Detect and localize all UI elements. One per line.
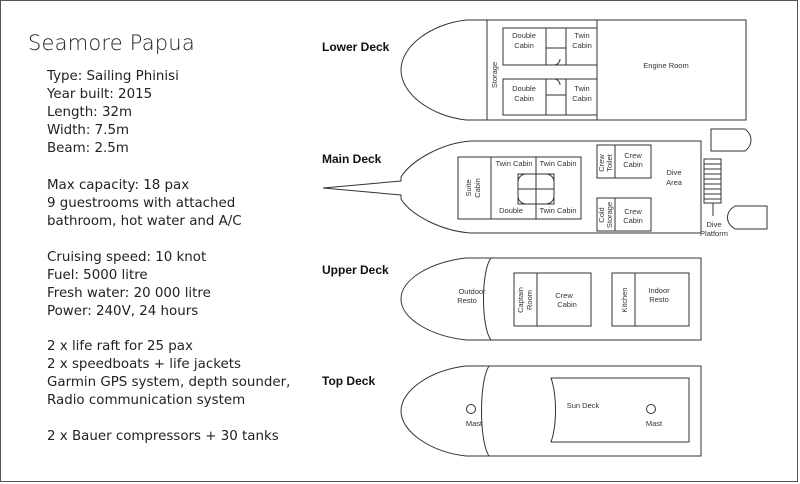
captain-room-label: Captain — [516, 287, 525, 313]
main-double: Double — [499, 206, 523, 215]
cold-storage-label: Cold — [597, 207, 606, 222]
dive-area-label: Dive — [666, 168, 681, 177]
spec-speedboats: 2 x speedboats + life jackets — [47, 357, 241, 372]
spec-year: Year built: 2015 — [47, 87, 153, 102]
mast-fore — [466, 404, 476, 414]
mast-fore-label: Mast — [466, 419, 483, 428]
svg-text:Room: Room — [525, 290, 534, 310]
indoor-resto-label: Indoor — [648, 286, 670, 295]
lower-storage-label: Storage — [490, 62, 499, 88]
dive-platform-label: Dive — [706, 220, 721, 229]
spec-radio: Radio communication system — [47, 393, 246, 408]
sun-deck-label: Sun Deck — [567, 401, 600, 410]
upper-deck: Upper Deck Outdoor Resto Captain Room Cr… — [322, 257, 702, 341]
spec-gps: Garmin GPS system, depth sounder, — [47, 375, 291, 390]
kitchen-label: Kitchen — [620, 287, 629, 312]
svg-text:Cabin: Cabin — [572, 94, 592, 103]
upper-crew-cabin: Crew — [555, 291, 573, 300]
spec-water: Fresh water: 20 000 litre — [47, 286, 211, 301]
lower-double-cabin-2: Double — [512, 84, 536, 93]
main-deck-title: Main Deck — [322, 152, 382, 166]
speedboat-top — [710, 128, 752, 152]
spec-speed: Cruising speed: 10 knot — [47, 250, 207, 265]
svg-text:Resto: Resto — [457, 296, 477, 305]
lower-deck-hull — [400, 19, 747, 121]
svg-text:Cabin: Cabin — [623, 216, 643, 225]
lower-twin-cabin-2: Twin — [574, 84, 589, 93]
main-twin-cabin-2: Twin Cabin — [539, 159, 576, 168]
svg-text:Storage: Storage — [605, 202, 614, 228]
door-swing — [553, 78, 561, 86]
upper-resto-block — [611, 272, 690, 327]
svg-text:Resto: Resto — [649, 295, 669, 304]
svg-text:Cabin: Cabin — [514, 94, 534, 103]
mast-aft — [646, 404, 656, 414]
lower-cabins-top — [502, 27, 598, 66]
sun-deck-area — [550, 377, 690, 443]
outdoor-resto-label: Outdoor — [458, 287, 486, 296]
svg-text:Platform: Platform — [700, 229, 728, 238]
lower-double-cabin-1: Double — [512, 31, 536, 40]
vessel-title: Seamore Papua — [28, 31, 195, 55]
svg-text:Cabin: Cabin — [514, 41, 534, 50]
dive-platform — [703, 158, 722, 204]
crew-top-block — [596, 144, 652, 179]
svg-text:Cabin: Cabin — [557, 300, 577, 309]
crew-toilet-label: Crew — [597, 154, 606, 172]
suite-cabin-label: Suite — [464, 179, 473, 196]
spec-beam: Beam: 2.5m — [47, 141, 129, 156]
top-deck-hull — [400, 365, 702, 457]
spec-guestrooms: 9 guestrooms with attached — [47, 196, 236, 211]
main-twin-cabin-1: Twin Cabin — [495, 159, 532, 168]
upper-crew-block — [513, 272, 592, 327]
svg-text:Cabin: Cabin — [473, 178, 482, 198]
svg-text:Toilet: Toilet — [605, 153, 614, 171]
spec-capacity: Max capacity: 18 pax — [47, 178, 190, 193]
spec-bathroom: bathroom, hot water and A/C — [47, 214, 242, 229]
crew-bottom-block — [596, 197, 652, 232]
lower-deck: Lower Deck Storage Double Cabin Double C… — [322, 19, 747, 121]
upper-deck-bow-line — [483, 257, 492, 341]
lower-deck-title: Lower Deck — [322, 40, 390, 54]
upper-deck-hull — [400, 257, 702, 341]
top-deck: Top Deck Mast Mast Sun Deck — [322, 365, 702, 457]
spec-fuel: Fuel: 5000 litre — [47, 268, 148, 283]
spec-power: Power: 240V, 24 hours — [47, 304, 199, 319]
main-deck-hull — [322, 140, 702, 234]
svg-text:Cabin: Cabin — [623, 160, 643, 169]
spec-liferaft: 2 x life raft for 25 pax — [47, 339, 193, 354]
svg-text:Area: Area — [666, 178, 683, 187]
top-deck-bow-line — [481, 365, 490, 457]
crew-cabin-bottom: Crew — [624, 207, 642, 216]
spec-compressors: 2 x Bauer compressors + 30 tanks — [47, 429, 279, 444]
mast-aft-label: Mast — [646, 419, 663, 428]
spec-type: Type: Sailing Phinisi — [47, 69, 179, 84]
door-swing — [553, 58, 561, 66]
svg-text:Cabin: Cabin — [572, 41, 592, 50]
spec-length: Length: 32m — [47, 105, 133, 120]
main-deck: Main Deck Dive Platform — [322, 128, 768, 238]
specs-panel: Seamore Papua Type: Sailing Phinisi Year… — [1, 1, 321, 481]
top-deck-title: Top Deck — [322, 374, 375, 388]
lower-cabins-bottom — [502, 78, 598, 116]
lower-engine-room: Engine Room — [643, 61, 688, 70]
speedboat-bottom — [727, 205, 768, 230]
upper-deck-title: Upper Deck — [322, 263, 389, 277]
lower-twin-cabin-1: Twin — [574, 31, 589, 40]
spec-width: Width: 7.5m — [47, 123, 130, 138]
crew-cabin-top: Crew — [624, 151, 642, 160]
main-cabins-block — [457, 156, 582, 220]
main-twin-cabin-3: Twin Cabin — [539, 206, 576, 215]
